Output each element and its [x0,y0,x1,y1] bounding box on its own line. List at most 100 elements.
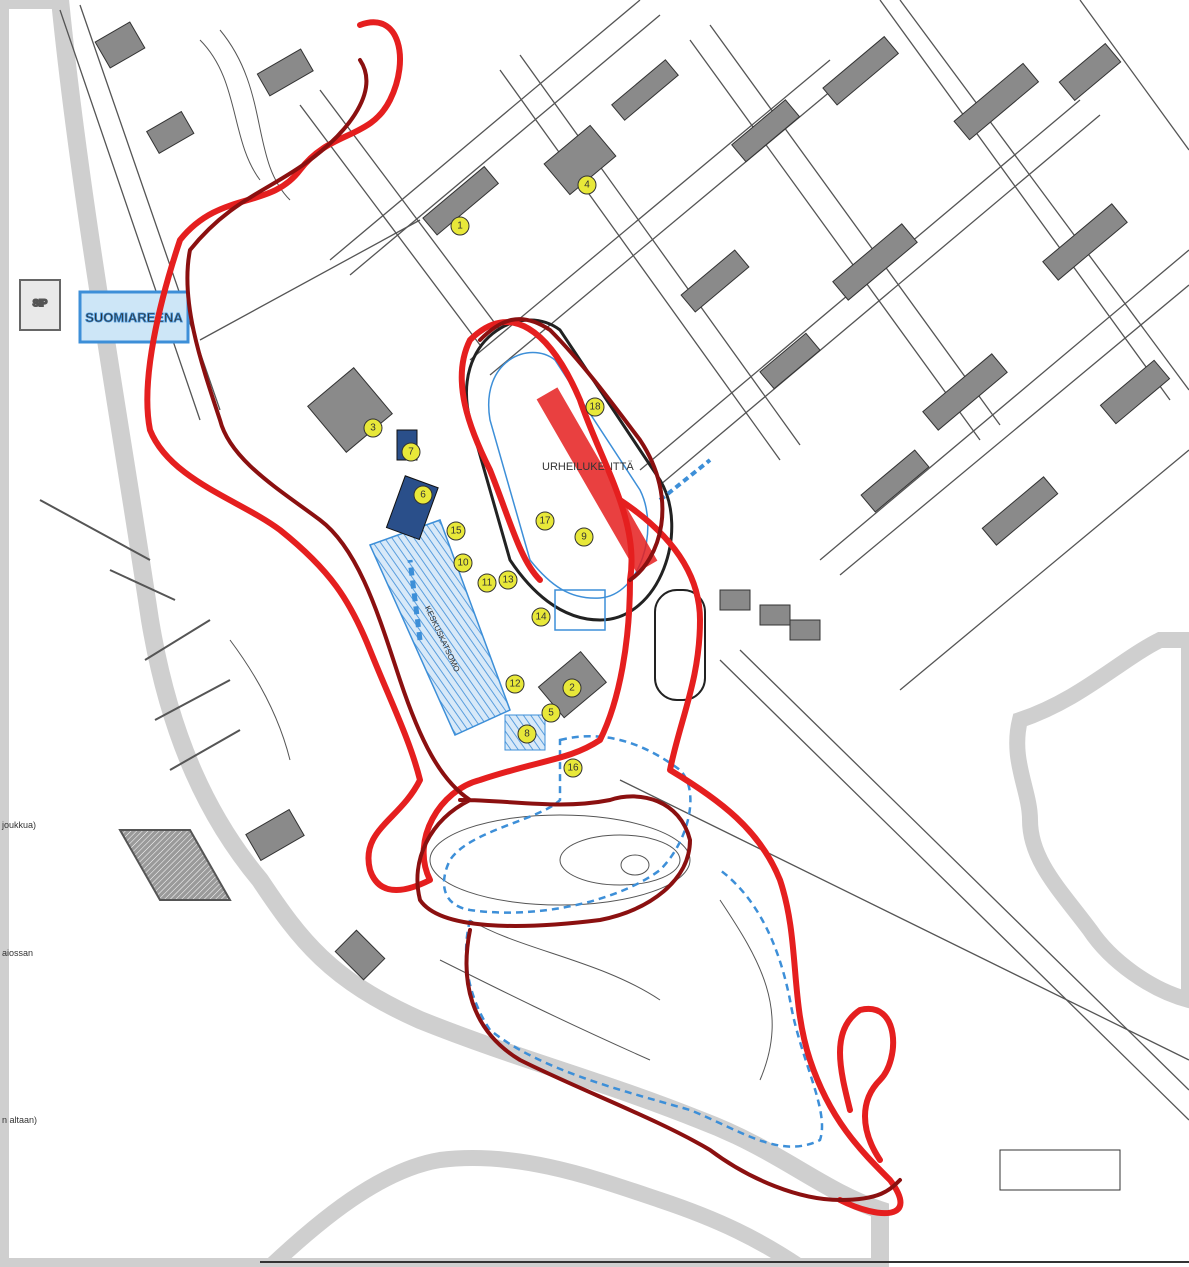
marker-label: 16 [567,763,579,774]
marker-label: 17 [539,516,551,527]
marker-label: 18 [589,402,601,413]
pier-5 [169,729,241,771]
marker-2[interactable]: 2 [562,678,582,698]
marker-15[interactable]: 15 [446,521,466,541]
edge-note-2: aiossan [2,948,33,958]
marker-label: 9 [581,532,587,543]
edge-note-1: joukkua) [1,820,36,830]
building [789,619,821,641]
contour [719,899,773,1081]
street [899,449,1189,691]
marker-14[interactable]: 14 [531,607,551,627]
pier-2 [109,569,176,601]
field-label: URHEILUKENTTÄ [542,461,634,473]
marker-8[interactable]: 8 [517,724,537,744]
street [839,284,1189,576]
marker-6[interactable]: 6 [413,485,433,505]
street [59,9,201,421]
building [94,21,146,69]
contour [559,834,681,886]
building [1042,203,1128,281]
building [422,165,500,236]
street [819,249,1189,561]
marker-10[interactable]: 10 [453,553,473,573]
marker-label: 3 [370,423,376,434]
street [619,779,1189,1061]
marker-label: 7 [408,447,414,458]
marker-label: 12 [509,679,521,690]
building-row [999,1149,1121,1191]
blue-outline-box [554,589,606,631]
street [899,0,1189,391]
building [759,332,821,390]
marker-label: 5 [548,708,554,719]
building [145,110,195,154]
markers: 1 2 3 4 5 6 7 8 [363,175,605,778]
marker-17[interactable]: 17 [535,511,555,531]
street [469,59,831,361]
pier-6 [118,829,232,901]
marker-16[interactable]: 16 [563,758,583,778]
pier-label: SIP [33,298,48,308]
marker-label: 1 [457,221,463,232]
marker-18[interactable]: 18 [585,397,605,417]
red-route [144,19,904,1217]
marker-7[interactable]: 7 [401,442,421,462]
marker-12[interactable]: 12 [505,674,525,694]
building [759,604,791,626]
building [731,99,801,163]
bay-outline [1009,632,1189,1009]
marker-label: 8 [524,729,530,740]
marker-3[interactable]: 3 [363,418,383,438]
lower-shore [264,1150,805,1267]
building [680,249,750,313]
marker-label: 11 [482,578,493,589]
marker-13[interactable]: 13 [498,570,518,590]
marker-1[interactable]: 1 [450,216,470,236]
building [1099,359,1171,425]
building [543,124,617,196]
pier-box [19,279,61,331]
blue-arrow [407,559,423,641]
marker-label: 14 [535,612,547,623]
street [519,54,801,446]
contour [439,959,651,1061]
building [245,808,305,862]
street-grid [59,0,1189,1121]
building [719,589,751,611]
red-route-dark [185,58,902,1202]
blue-dashed-route [442,735,824,1148]
logo-box [78,290,190,344]
building [981,476,1059,546]
street [659,114,1101,486]
street [719,659,1189,1121]
street [689,39,981,441]
marker-4[interactable]: 4 [577,175,597,195]
building [822,35,900,106]
building [334,929,386,981]
marker-9[interactable]: 9 [574,527,594,547]
contour [199,39,261,181]
logo-text: SUOMIAREENA [85,310,183,325]
piers: SIP [19,279,241,901]
street [1079,0,1189,151]
street [329,0,641,261]
building [611,59,679,121]
street [879,0,1171,401]
contour [429,814,691,906]
building [860,449,930,513]
buildings [94,21,1171,1191]
marker-label: 4 [584,180,590,191]
marker-label: 10 [457,558,469,569]
street [199,219,421,341]
logo: SUOMIAREENA [78,290,190,344]
building [1058,42,1122,102]
street [739,649,1189,1091]
building [307,367,393,453]
marker-11[interactable]: 11 [477,573,497,593]
contours [199,29,773,1081]
marker-5[interactable]: 5 [541,703,561,723]
marker-label: 13 [502,575,514,586]
